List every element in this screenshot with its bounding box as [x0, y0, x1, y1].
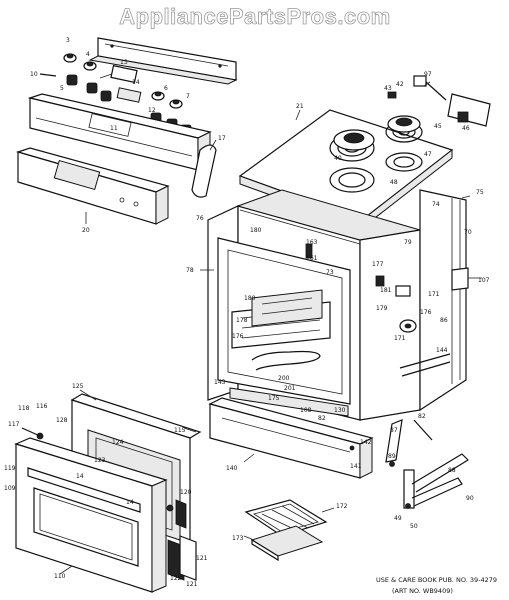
label-123: 123	[94, 457, 106, 464]
label-128: 128	[56, 417, 68, 424]
leader-lines	[59, 73, 482, 575]
backsplash-panel	[88, 37, 238, 85]
label-cooktop-21: 21	[296, 103, 304, 110]
end-cap	[191, 144, 217, 198]
label-82b: 82	[418, 413, 426, 420]
label-47: 47	[424, 151, 432, 158]
surface-elements	[333, 115, 421, 151]
label-144: 144	[436, 347, 448, 354]
label-86: 86	[440, 317, 448, 324]
label-knob-7: 7	[186, 93, 190, 100]
label-48: 48	[390, 179, 398, 186]
label-171b: 171	[394, 335, 406, 342]
label-knob-5: 5	[60, 85, 64, 92]
label-107: 107	[478, 277, 490, 284]
label-125: 125	[72, 383, 84, 390]
label-178: 178	[236, 317, 248, 324]
label-screw-10: 10	[30, 71, 38, 78]
label-knob-6: 6	[164, 85, 168, 92]
label-180b: 180	[244, 295, 256, 302]
label-108: 108	[300, 407, 312, 414]
label-116: 116	[36, 403, 48, 410]
label-161: 161	[306, 255, 318, 262]
label-201: 201	[284, 385, 296, 392]
label-43: 43	[384, 85, 392, 92]
footer-pub-number: USE & CARE BOOK PUB. NO. 39-4279	[376, 576, 497, 584]
front-control-panel	[15, 147, 170, 225]
label-140: 140	[226, 465, 238, 472]
label-82: 82	[318, 415, 326, 422]
label-89: 89	[388, 453, 396, 460]
label-171: 171	[428, 291, 440, 298]
label-50: 50	[410, 523, 418, 530]
label-control-panel-20: 20	[82, 227, 90, 234]
label-119: 119	[4, 465, 16, 472]
label-121: 121	[196, 555, 208, 562]
label-115: 115	[174, 427, 186, 434]
label-73: 73	[326, 269, 334, 276]
door-hinge	[385, 419, 469, 509]
label-179: 179	[376, 305, 388, 312]
oven-cabinet	[207, 189, 469, 421]
label-end-cap-17: 17	[218, 135, 226, 142]
label-118: 118	[18, 405, 30, 412]
label-141: 141	[350, 463, 362, 470]
label-117: 117	[8, 421, 20, 428]
label-122: 122	[170, 575, 182, 582]
label-45: 45	[434, 123, 442, 130]
label-75: 75	[476, 189, 484, 196]
label-46: 46	[462, 125, 470, 132]
label-130: 130	[334, 407, 346, 414]
label-90: 90	[466, 495, 474, 502]
label-42: 42	[396, 81, 404, 88]
terminal-block-parts	[387, 75, 491, 127]
label-78: 78	[186, 267, 194, 274]
label-panel-11: 11	[110, 125, 118, 132]
drawer-front	[208, 397, 374, 479]
label-120: 120	[180, 489, 192, 496]
footer-art-number: (ART NO. WB9409)	[392, 587, 453, 595]
label-76: 76	[196, 215, 204, 222]
watermark: AppliancePartsPros.com	[119, 4, 390, 29]
label-49: 49	[394, 515, 402, 522]
broiler-pan	[244, 499, 328, 562]
label-79: 79	[404, 239, 412, 246]
label-177: 177	[372, 261, 384, 268]
label-70: 70	[464, 229, 472, 236]
label-172: 172	[336, 503, 348, 510]
label-121b: 121	[186, 581, 198, 588]
label-142: 142	[360, 439, 372, 446]
label-74: 74	[432, 201, 440, 208]
label-173: 173	[232, 535, 244, 542]
label-110: 110	[54, 573, 66, 580]
label-knob-3: 3	[66, 37, 70, 44]
label-124: 124	[112, 439, 124, 446]
label-87: 87	[390, 427, 398, 434]
label-176b: 176	[232, 333, 244, 340]
label-109: 109	[4, 485, 16, 492]
label-200: 200	[278, 375, 290, 382]
oven-door-assembly	[14, 393, 202, 593]
label-175: 175	[268, 395, 280, 402]
label-switch-12: 12	[148, 107, 156, 114]
label-88: 88	[448, 467, 456, 474]
label-40: 40	[334, 155, 342, 162]
label-181: 181	[380, 287, 392, 294]
label-switch-13: 13	[120, 59, 128, 66]
label-14: 14	[132, 79, 140, 86]
label-143: 143	[214, 379, 226, 386]
label-15: 14	[76, 473, 84, 480]
part-number-labels: 3 4 13 14 10 5 6 7 11 12 17 20 21 97 43 …	[4, 37, 490, 588]
label-180: 180	[250, 227, 262, 234]
label-knob-4: 4	[86, 51, 90, 58]
label-176: 176	[420, 309, 432, 316]
label-97: 97	[424, 71, 432, 78]
label-14b: 14	[126, 499, 134, 506]
label-163: 163	[306, 239, 318, 246]
